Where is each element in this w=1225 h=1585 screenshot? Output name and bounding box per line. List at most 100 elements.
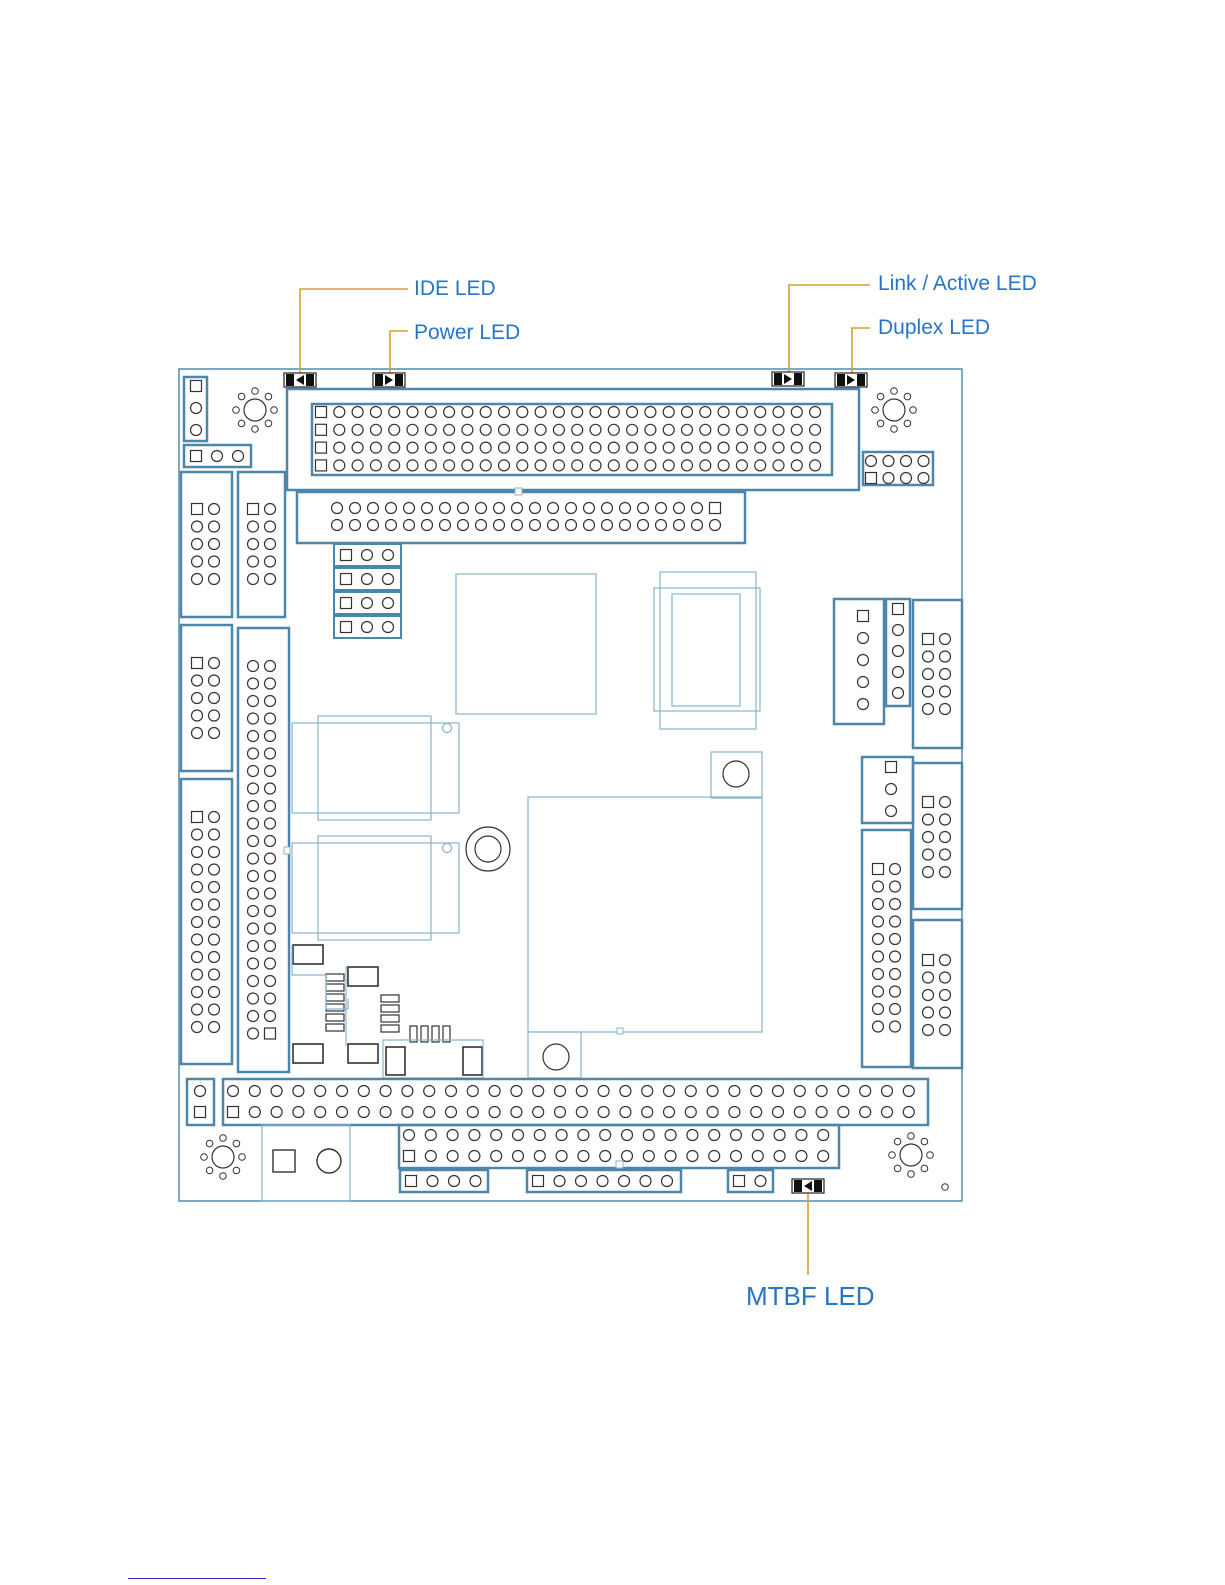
pin — [773, 407, 784, 418]
pin — [209, 658, 220, 669]
pin — [590, 424, 601, 435]
header-2x10-right-c-outline — [862, 830, 911, 1067]
pin — [192, 899, 203, 910]
pin — [700, 442, 711, 453]
pin — [642, 1086, 653, 1097]
pin — [533, 1107, 544, 1118]
footer-rule — [128, 1578, 266, 1579]
pin — [446, 1086, 457, 1097]
pin — [265, 871, 276, 882]
pin — [383, 574, 394, 585]
pin — [209, 952, 220, 963]
pin — [663, 460, 674, 471]
mounting-hole — [872, 388, 917, 433]
pin — [352, 407, 363, 418]
pin — [265, 801, 276, 812]
pin — [248, 818, 259, 829]
header-1x2-bottom-left — [187, 1079, 214, 1125]
pin — [192, 675, 203, 686]
pin — [265, 941, 276, 952]
pin — [692, 503, 703, 514]
memory-chip-a — [292, 723, 459, 813]
pin — [682, 424, 693, 435]
pin — [480, 424, 491, 435]
pin — [755, 460, 766, 471]
pin — [794, 1107, 805, 1118]
pin — [893, 646, 904, 657]
pin — [890, 969, 901, 980]
pin — [535, 442, 546, 453]
pin — [674, 503, 685, 514]
pin — [248, 539, 259, 550]
via — [877, 393, 884, 400]
via — [220, 1135, 227, 1142]
pin — [860, 1107, 871, 1118]
pin — [470, 1176, 481, 1187]
header-2x5-left-c-outline — [181, 625, 232, 771]
pin-1-square — [893, 604, 904, 615]
pin — [228, 1086, 239, 1097]
pin — [425, 1151, 436, 1162]
hole-center — [244, 399, 266, 421]
pin — [665, 1130, 676, 1141]
pin — [440, 503, 451, 514]
pin — [209, 1022, 220, 1033]
pin — [192, 1004, 203, 1015]
key-notch — [616, 1161, 623, 1168]
via — [908, 1171, 915, 1178]
header-1x7-bottom — [527, 1170, 681, 1192]
smd-led-icon — [284, 373, 316, 387]
pin — [265, 556, 276, 567]
pin-1-square — [316, 424, 327, 435]
pin — [499, 442, 510, 453]
pin — [334, 460, 345, 471]
resistor — [326, 994, 344, 1001]
pin — [620, 503, 631, 514]
pin — [248, 993, 259, 1004]
ide-connector-2x22 — [297, 488, 745, 543]
pin — [192, 882, 203, 893]
pin — [773, 424, 784, 435]
pin — [627, 407, 638, 418]
pin — [425, 407, 436, 418]
memory-chip-a-body — [318, 716, 431, 820]
cpu-corner-pad-top — [711, 752, 762, 798]
jumper-block — [334, 544, 401, 638]
pin — [572, 442, 583, 453]
pin — [499, 407, 510, 418]
pin — [576, 1107, 587, 1118]
header-2x5-right-a-outline — [913, 600, 962, 748]
pin — [923, 1025, 934, 1036]
pin — [332, 520, 343, 531]
pin — [642, 1107, 653, 1118]
pin — [918, 456, 929, 467]
pin — [248, 888, 259, 899]
resistor — [381, 1015, 399, 1022]
pin — [810, 442, 821, 453]
smd-pad — [293, 1044, 323, 1063]
pin — [248, 801, 259, 812]
pin — [923, 669, 934, 680]
pin-1-square — [248, 504, 259, 515]
pin — [362, 598, 373, 609]
pin — [645, 407, 656, 418]
pin1-dot — [443, 844, 452, 853]
pin — [534, 1130, 545, 1141]
via — [220, 1173, 227, 1180]
pin — [608, 407, 619, 418]
mounting-hole — [889, 1133, 934, 1178]
via — [265, 420, 272, 427]
pin — [271, 1086, 282, 1097]
pin — [736, 407, 747, 418]
pin — [513, 1130, 524, 1141]
pin — [890, 916, 901, 927]
pin — [248, 731, 259, 742]
pin — [383, 598, 394, 609]
hole-center — [900, 1144, 922, 1166]
pin — [517, 460, 528, 471]
pin — [499, 460, 510, 471]
pin — [534, 1151, 545, 1162]
pin-1-square — [192, 504, 203, 515]
pin — [873, 881, 884, 892]
